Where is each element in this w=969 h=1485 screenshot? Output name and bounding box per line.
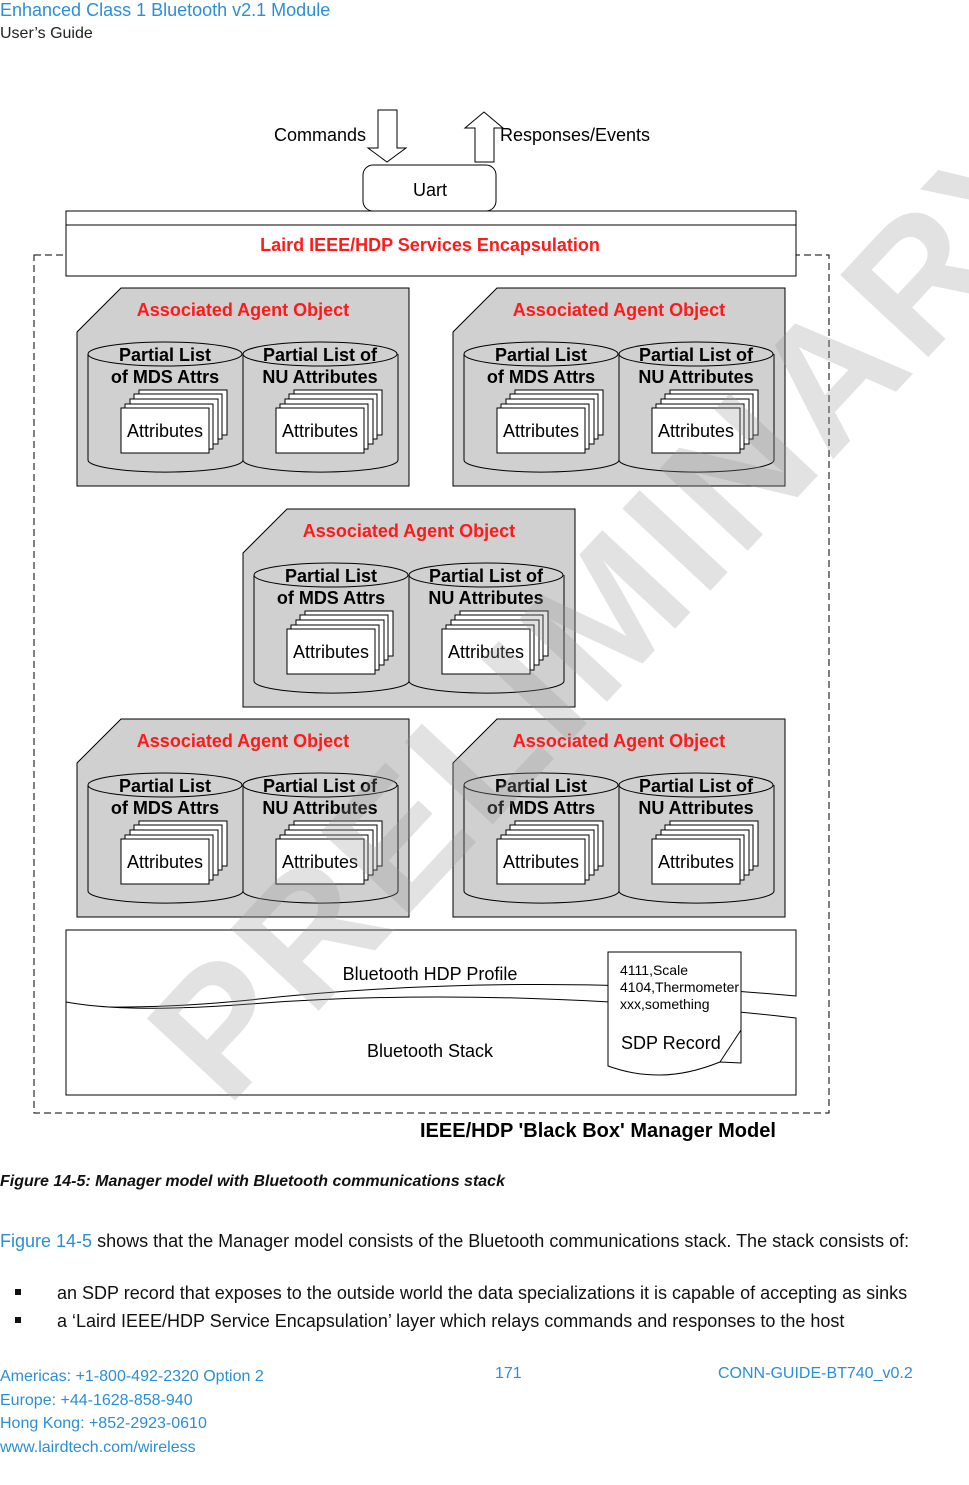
list-item: a ‘Laird IEEE/HDP Service Encapsulation’… bbox=[0, 1309, 969, 1333]
svg-text:NU Attributes: NU Attributes bbox=[638, 367, 753, 387]
sdp-record-label: SDP Record bbox=[621, 1033, 721, 1053]
figure-caption: Figure 14-5: Manager model with Bluetoot… bbox=[0, 1173, 505, 1190]
manager-model-diagram: Commands Responses/Events Uart Laird IEE… bbox=[33, 109, 830, 1142]
svg-text:Attributes: Attributes bbox=[448, 642, 524, 662]
header-title: Enhanced Class 1 Bluetooth v2.1 Module bbox=[0, 0, 331, 20]
mds-attrs-cylinder: Partial List of MDS Attrs Attributes bbox=[87, 341, 244, 473]
svg-text:of MDS Attrs: of MDS Attrs bbox=[111, 367, 219, 387]
responses-arrow bbox=[463, 111, 505, 163]
footer-hongkong: Hong Kong: +852-2923-0610 bbox=[0, 1415, 207, 1432]
hdp-profile-label: Bluetooth HDP Profile bbox=[343, 964, 518, 984]
body-paragraph: Figure 14-5 shows that the Manager model… bbox=[0, 1229, 960, 1253]
svg-text:Partial List of: Partial List of bbox=[639, 776, 754, 796]
encapsulation-layer bbox=[65, 210, 797, 277]
svg-text:Attributes: Attributes bbox=[503, 852, 579, 872]
svg-text:of MDS Attrs: of MDS Attrs bbox=[487, 367, 595, 387]
svg-text:Partial List of: Partial List of bbox=[263, 345, 378, 365]
svg-text:Partial List: Partial List bbox=[495, 345, 587, 365]
svg-text:Partial List of: Partial List of bbox=[639, 345, 754, 365]
svg-text:NU Attributes: NU Attributes bbox=[638, 798, 753, 818]
svg-text:Partial List: Partial List bbox=[119, 776, 211, 796]
svg-text:Attributes: Attributes bbox=[658, 852, 734, 872]
agent-object: Associated Agent Object Partial List of … bbox=[76, 718, 410, 918]
mds-attrs-cylinder: Partial List of MDS Attrs Attributes bbox=[463, 341, 620, 473]
model-label: IEEE/HDP 'Black Box' Manager Model bbox=[420, 1120, 776, 1142]
page-number: 171 bbox=[495, 1365, 522, 1382]
mds-attrs-cylinder: Partial List of MDS Attrs Attributes bbox=[87, 772, 244, 904]
list-item: an SDP record that exposes to the outsid… bbox=[0, 1281, 969, 1305]
sdp-entry: 4104,Thermometer bbox=[620, 979, 739, 995]
svg-text:Attributes: Attributes bbox=[282, 852, 358, 872]
paragraph-text: shows that the Manager model consists of… bbox=[92, 1231, 910, 1251]
sdp-entry: 4111,Scale bbox=[620, 962, 688, 978]
svg-text:Attributes: Attributes bbox=[658, 421, 734, 441]
svg-text:Attributes: Attributes bbox=[282, 421, 358, 441]
svg-text:Associated Agent Object: Associated Agent Object bbox=[513, 300, 725, 320]
nu-attrs-cylinder: Partial List of NU Attributes Attributes bbox=[242, 341, 399, 473]
mds-attrs-cylinder: Partial List of MDS Attrs Attributes bbox=[253, 562, 410, 694]
svg-text:Partial List: Partial List bbox=[119, 345, 211, 365]
sdp-record-doc bbox=[607, 951, 742, 1076]
footer-americas: Americas: +1-800-492-2320 Option 2 bbox=[0, 1368, 264, 1385]
agent-object: Associated Agent Object Partial List of … bbox=[452, 287, 786, 487]
figure-reference-link[interactable]: Figure 14-5 bbox=[0, 1231, 93, 1251]
svg-text:Attributes: Attributes bbox=[293, 642, 369, 662]
header-subtitle: User’s Guide bbox=[0, 25, 93, 42]
svg-text:Attributes: Attributes bbox=[127, 852, 203, 872]
bluetooth-stack-label: Bluetooth Stack bbox=[367, 1041, 494, 1061]
commands-arrow bbox=[366, 109, 408, 163]
footer-contacts: Americas: +1-800-492-2320 Option 2 Europ… bbox=[0, 1365, 264, 1459]
svg-text:of MDS Attrs: of MDS Attrs bbox=[111, 798, 219, 818]
svg-text:NU Attributes: NU Attributes bbox=[428, 588, 543, 608]
svg-text:Associated Agent Object: Associated Agent Object bbox=[513, 731, 725, 751]
svg-text:Associated Agent Object: Associated Agent Object bbox=[303, 521, 515, 541]
nu-attrs-cylinder: Partial List of NU Attributes Attributes bbox=[618, 341, 775, 473]
uart-label: Uart bbox=[413, 180, 447, 200]
commands-label: Commands bbox=[274, 125, 366, 145]
encapsulation-label: Laird IEEE/HDP Services Encapsulation bbox=[260, 235, 600, 255]
bullet-list: an SDP record that exposes to the outsid… bbox=[0, 1281, 969, 1337]
svg-text:Partial List of: Partial List of bbox=[429, 566, 544, 586]
svg-text:Attributes: Attributes bbox=[503, 421, 579, 441]
svg-text:Partial List: Partial List bbox=[285, 566, 377, 586]
svg-text:NU Attributes: NU Attributes bbox=[262, 798, 377, 818]
mds-attrs-cylinder: Partial List of MDS Attrs Attributes bbox=[463, 772, 620, 904]
svg-text:Attributes: Attributes bbox=[127, 421, 203, 441]
footer-website-link[interactable]: www.lairdtech.com/wireless bbox=[0, 1438, 196, 1456]
svg-text:Partial List of: Partial List of bbox=[263, 776, 378, 796]
nu-attrs-cylinder: Partial List of NU Attributes Attributes bbox=[618, 772, 775, 904]
svg-text:Associated Agent Object: Associated Agent Object bbox=[137, 731, 349, 751]
agent-object: Associated Agent Object Partial List of … bbox=[452, 718, 786, 918]
document-id: CONN-GUIDE-BT740_v0.2 bbox=[718, 1365, 913, 1382]
sdp-entry: xxx,something bbox=[620, 996, 709, 1012]
agent-object: Associated Agent Object Partial List of … bbox=[76, 287, 410, 487]
svg-text:of MDS Attrs: of MDS Attrs bbox=[277, 588, 385, 608]
svg-text:Partial List: Partial List bbox=[495, 776, 587, 796]
svg-text:of MDS Attrs: of MDS Attrs bbox=[487, 798, 595, 818]
responses-label: Responses/Events bbox=[500, 125, 650, 145]
svg-text:NU Attributes: NU Attributes bbox=[262, 367, 377, 387]
agent-object: Associated Agent Object Partial List of … bbox=[242, 508, 576, 708]
svg-text:Associated Agent Object: Associated Agent Object bbox=[137, 300, 349, 320]
footer-europe: Europe: +44-1628-858-940 bbox=[0, 1391, 193, 1409]
nu-attrs-cylinder: Partial List of NU Attributes Attributes bbox=[408, 562, 565, 694]
nu-attrs-cylinder: Partial List of NU Attributes Attributes bbox=[242, 772, 399, 904]
